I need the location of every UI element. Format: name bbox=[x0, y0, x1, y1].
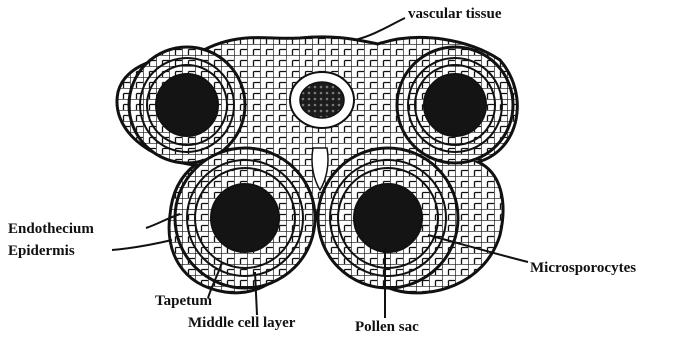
label-tapetum: Tapetum bbox=[155, 293, 212, 309]
pollen-sac-lower-left bbox=[175, 148, 315, 288]
leader-vascular-tissue bbox=[355, 18, 405, 40]
label-epidermis: Epidermis bbox=[8, 243, 75, 259]
label-pollen-sac: Pollen sac bbox=[355, 319, 419, 335]
label-vascular-tissue: vascular tissue bbox=[408, 6, 502, 22]
label-endothecium: Endothecium bbox=[8, 221, 94, 237]
label-middle-cell-layer: Middle cell layer bbox=[188, 315, 296, 331]
pollen-sac-upper-left bbox=[129, 47, 245, 163]
vascular-bundle bbox=[290, 72, 354, 128]
pollen-sac-lower-right bbox=[318, 148, 458, 288]
leader-epidermis bbox=[112, 240, 172, 250]
pollen-sac-upper-right bbox=[397, 47, 513, 163]
label-microsporocytes: Microsporocytes bbox=[530, 260, 636, 276]
